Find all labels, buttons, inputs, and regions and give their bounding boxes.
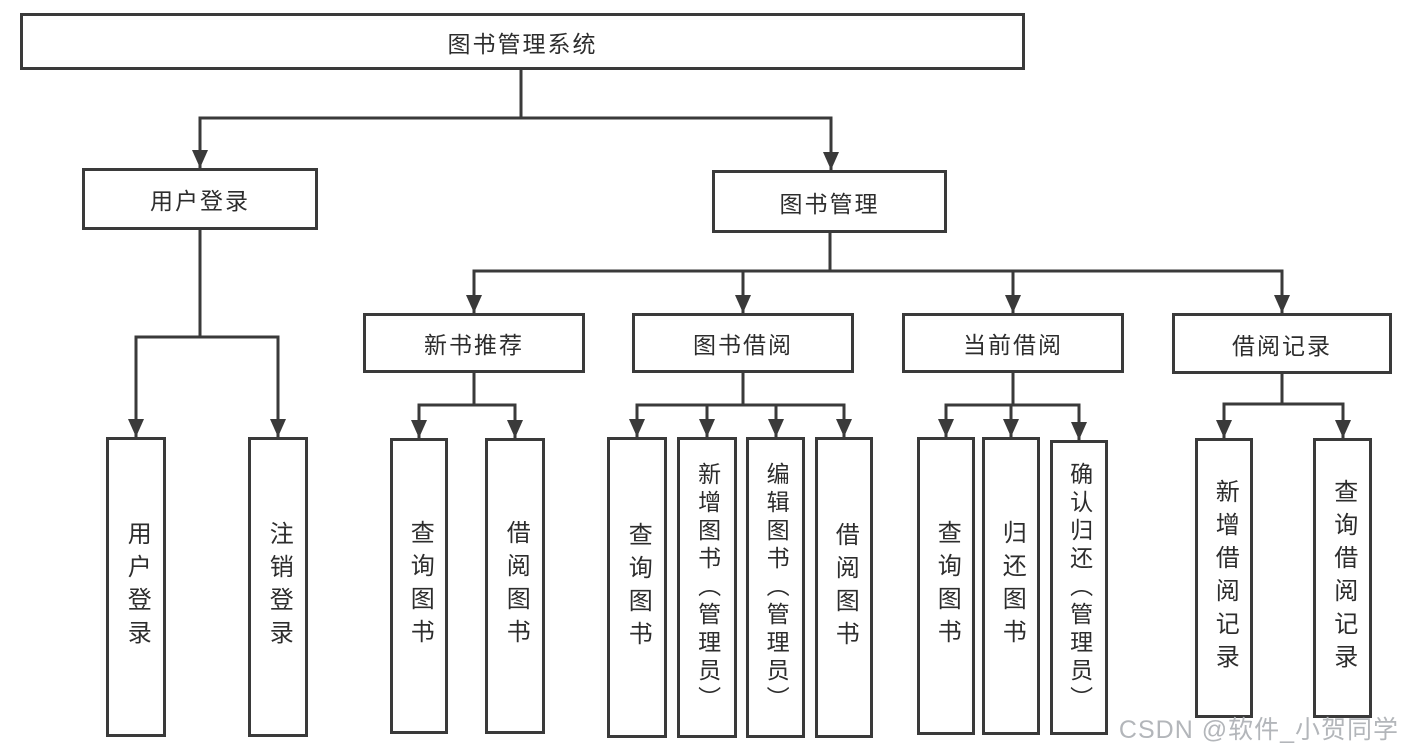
node-label: 图书管理 (779, 190, 880, 217)
node-label: 用户登录 (150, 188, 250, 214)
node-label: 当前借阅 (963, 332, 1063, 358)
csdn-watermark: CSDN @软件_小贺同学 (1118, 716, 1399, 744)
node-library-management-system: 图书管理系统 (20, 13, 1025, 70)
node-label: 图书管理系统 (447, 30, 598, 57)
leaf-label: 注销登录 (265, 521, 293, 653)
leaf-logout-login: 注销登录 (248, 437, 308, 737)
leaf-current-query-book: 查询图书 (917, 437, 975, 735)
leaf-label: 查询图书 (933, 520, 961, 652)
leaf-records-query-record: 查询借阅记录 (1313, 438, 1372, 718)
leaf-recommend-query-book: 查询图书 (390, 438, 448, 734)
leaf-borrow-query-book: 查询图书 (607, 437, 667, 738)
leaf-label: 查询图书 (406, 520, 434, 652)
node-label: 新书推荐 (424, 332, 524, 358)
leaf-user-login: 用户登录 (106, 437, 166, 737)
leaf-label: 归还图书 (998, 520, 1026, 652)
leaf-borrow-add-book-admin: 新增图书（管理员） (677, 437, 737, 738)
leaf-label: 用户登录 (123, 521, 151, 653)
leaf-borrow-edit-book-admin: 编辑图书（管理员） (746, 437, 805, 738)
node-new-book-recommendation: 新书推荐 (363, 313, 585, 373)
leaf-label: 查询借阅记录 (1329, 479, 1357, 677)
leaf-borrow-borrow-book: 借阅图书 (815, 437, 873, 738)
node-label: 借阅记录 (1232, 332, 1332, 359)
leaf-current-confirm-return-admin: 确认归还（管理员） (1050, 440, 1108, 735)
node-book-management: 图书管理 (712, 170, 947, 233)
node-current-borrowing: 当前借阅 (902, 313, 1124, 373)
leaf-label: 借阅图书 (502, 520, 530, 652)
leaf-label: 确认归还（管理员） (1066, 461, 1093, 714)
leaf-label: 新增借阅记录 (1211, 479, 1239, 677)
leaf-recommend-borrow-book: 借阅图书 (485, 438, 545, 734)
leaf-label: 查询图书 (624, 521, 652, 654)
node-borrowing-records: 借阅记录 (1172, 313, 1392, 374)
leaf-current-return-book: 归还图书 (982, 437, 1040, 735)
node-label: 图书借阅 (693, 332, 793, 358)
node-user-login: 用户登录 (82, 168, 318, 230)
node-book-borrowing: 图书借阅 (632, 313, 854, 373)
leaf-label: 编辑图书（管理员） (763, 461, 790, 714)
leaf-label: 借阅图书 (831, 521, 859, 654)
leaf-records-add-record: 新增借阅记录 (1195, 438, 1253, 718)
leaf-label: 新增图书（管理员） (694, 461, 721, 714)
